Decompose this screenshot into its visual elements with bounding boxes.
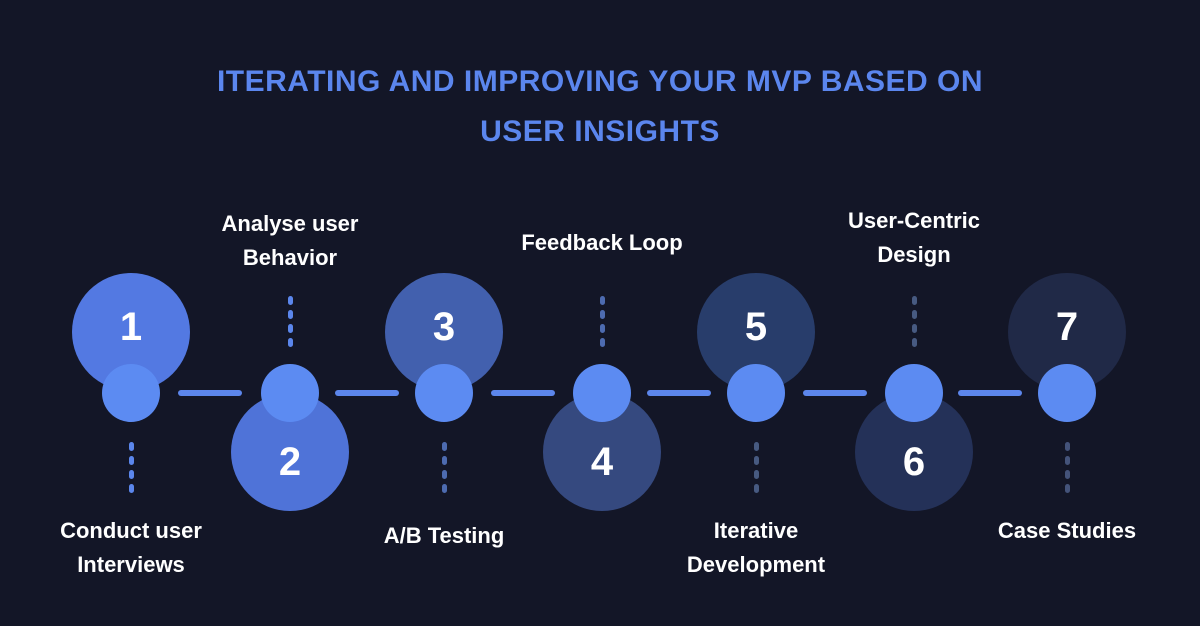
page-title: ITERATING AND IMPROVING YOUR MVP BASED O… xyxy=(0,57,1200,157)
step-6-label-line1: User-Centric xyxy=(847,208,981,233)
step-5-label-line1: Iterative xyxy=(713,518,799,543)
step-2-label-line2: Behavior xyxy=(242,245,338,270)
step-3-label-line1: A/B Testing xyxy=(383,523,505,548)
step-1-label: Conduct user Interviews xyxy=(21,514,241,582)
step-7-label: Case Studies xyxy=(957,514,1177,548)
step-6-number: 6 xyxy=(902,439,926,484)
step-2-number: 2 xyxy=(278,439,302,484)
step-3-dashed-line xyxy=(441,442,447,498)
step-2-label-line1: Analyse user xyxy=(221,211,359,236)
step-7-timeline-node xyxy=(1038,364,1096,422)
timeline-connector-5-6 xyxy=(803,390,867,396)
page-title-line2: USER INSIGHTS xyxy=(480,115,720,148)
step-3-circle: 3 xyxy=(385,273,503,391)
timeline-connector-1-2 xyxy=(178,390,242,396)
step-6-timeline-node xyxy=(885,364,943,422)
step-1-label-line2: Interviews xyxy=(77,552,185,577)
step-3-label: A/B Testing xyxy=(334,519,554,553)
step-7-label-line1: Case Studies xyxy=(997,518,1137,543)
step-6-label: User-Centric Design xyxy=(804,204,1024,272)
step-5-dashed-line xyxy=(753,442,759,498)
step-3-timeline-node xyxy=(415,364,473,422)
step-5-number: 5 xyxy=(744,304,768,349)
timeline-connector-2-3 xyxy=(335,390,399,396)
step-4-timeline-node xyxy=(573,364,631,422)
timeline-connector-3-4 xyxy=(491,390,555,396)
step-4-label: Feedback Loop xyxy=(492,226,712,260)
step-6-dashed-line xyxy=(911,296,917,352)
step-1-label-line1: Conduct user xyxy=(60,518,202,543)
timeline-connector-4-5 xyxy=(647,390,711,396)
step-1-number: 1 xyxy=(119,304,143,349)
step-5-label-line2: Development xyxy=(686,552,826,577)
step-1-dashed-line xyxy=(128,442,134,498)
step-2-label: Analyse user Behavior xyxy=(180,207,400,275)
timeline-connector-6-7 xyxy=(958,390,1022,396)
step-2-timeline-node xyxy=(261,364,319,422)
step-3-number: 3 xyxy=(432,304,456,349)
step-5-timeline-node xyxy=(727,364,785,422)
step-2-dashed-line xyxy=(287,296,293,352)
step-1-timeline-node xyxy=(102,364,160,422)
step-7-dashed-line xyxy=(1064,442,1070,498)
step-5-label: Iterative Development xyxy=(646,514,866,582)
step-4-number: 4 xyxy=(590,439,614,484)
page-title-line1: ITERATING AND IMPROVING YOUR MVP BASED O… xyxy=(216,65,984,98)
step-7-number: 7 xyxy=(1055,304,1079,349)
step-4-dashed-line xyxy=(599,296,605,352)
step-4-label-line1: Feedback Loop xyxy=(521,230,683,255)
step-6-label-line2: Design xyxy=(877,242,951,267)
